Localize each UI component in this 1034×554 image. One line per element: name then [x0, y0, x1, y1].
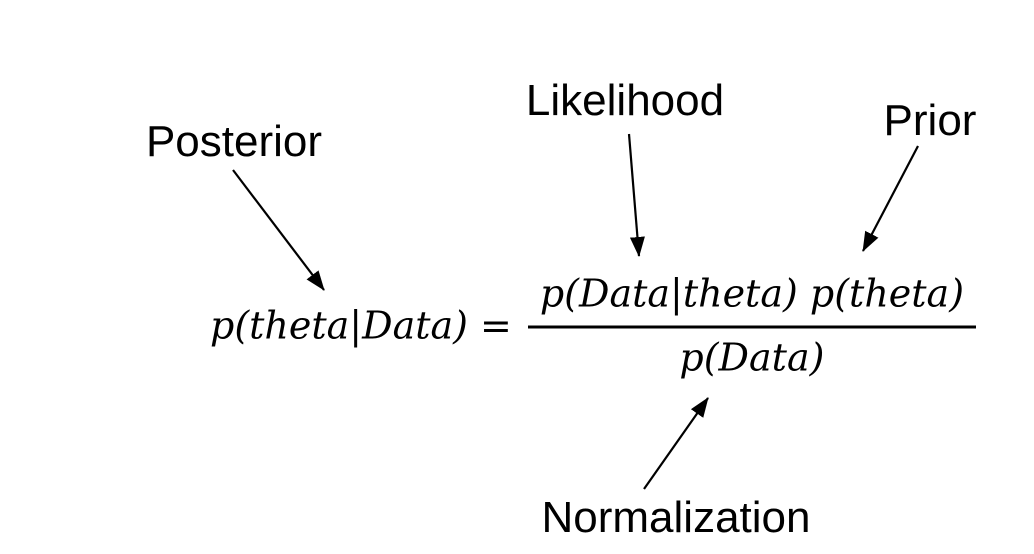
equals-sign: =	[479, 303, 512, 348]
posterior-label: Posterior	[145, 117, 323, 166]
prior-arrow	[862, 145, 919, 252]
equation-fraction: p(Data|theta) p(theta) p(Data)	[527, 271, 977, 382]
likelihood-label: Likelihood	[525, 76, 725, 125]
normalization-arrow	[643, 397, 709, 490]
equation-numerator: p(Data|theta) p(theta)	[527, 271, 977, 328]
likelihood-arrow	[627, 133, 645, 257]
equation-lhs: p(theta|Data)	[210, 303, 468, 348]
prior-label: Prior	[883, 96, 977, 145]
equation-denominator: p(Data)	[679, 335, 825, 379]
bayes-equation: p(theta|Data) = p(Data|theta) p(theta) p…	[210, 271, 977, 382]
normalization-label: Normalization	[541, 493, 811, 542]
